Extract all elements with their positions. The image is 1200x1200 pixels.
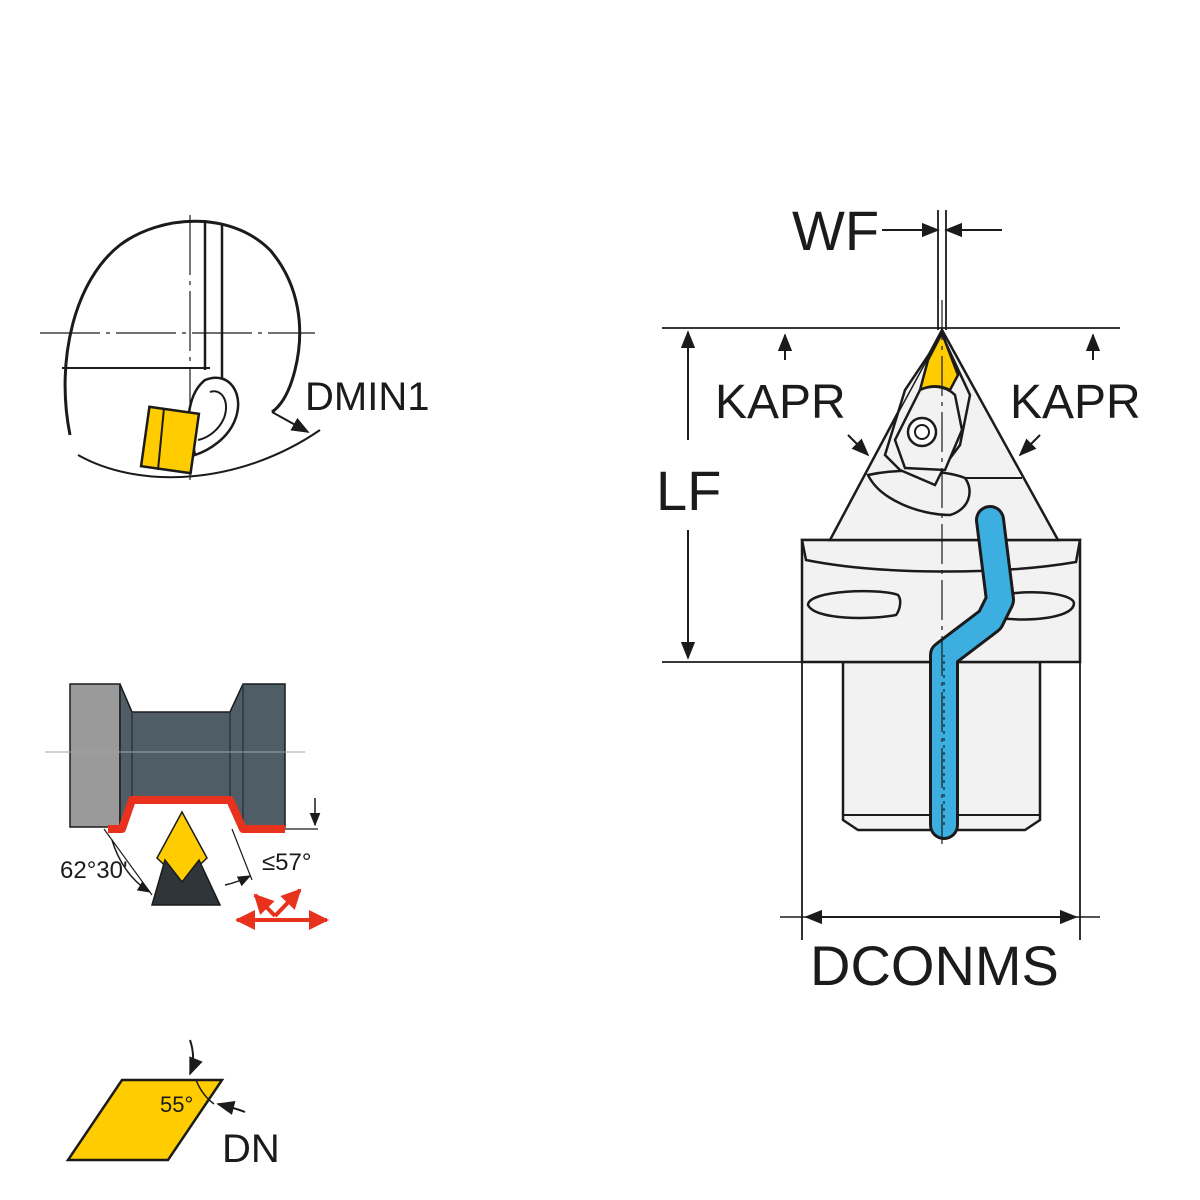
- lf-dimension: LF: [656, 327, 1120, 663]
- dmin1-leader: [271, 411, 310, 433]
- rhombic-insert: [65, 1078, 225, 1162]
- angle-left-label: 62°30': [60, 857, 128, 884]
- tool-head: [800, 300, 1082, 850]
- dconms-dimension: DCONMS: [780, 662, 1100, 997]
- bore-insert: [139, 405, 201, 475]
- wf-label: WF: [792, 199, 879, 262]
- bore-clamp: [186, 376, 240, 457]
- wf-dimension: WF: [792, 199, 1002, 330]
- tool-body-top: [800, 538, 1082, 573]
- workpiece-chuck: [69, 683, 121, 828]
- workpiece: [119, 683, 286, 828]
- profile-view: 62°30' ≤57°: [45, 683, 329, 930]
- kapr-right-label: KAPR: [1010, 376, 1141, 429]
- bore-view: DMIN1: [40, 215, 429, 480]
- dn-label: DN: [222, 1127, 280, 1171]
- dconms-label: DCONMS: [810, 934, 1059, 997]
- dmin1-label: DMIN1: [305, 375, 429, 419]
- lf-label: LF: [656, 459, 721, 522]
- torx-screw-icon: [906, 416, 938, 448]
- insert-shape-view: 55° DN: [65, 1039, 280, 1171]
- kapr-left-dimension: KAPR: [715, 333, 936, 466]
- profile-tool-holder: [151, 858, 222, 906]
- insert-angle-label: 55°: [160, 1092, 193, 1117]
- kapr-left-label: KAPR: [715, 376, 846, 429]
- dmin1-arc: [77, 429, 321, 479]
- bore-outline: [63, 219, 302, 436]
- kapr-right-dimension: KAPR: [1010, 333, 1141, 457]
- machined-profile: [108, 796, 285, 833]
- angle-right-label: ≤57°: [262, 849, 311, 876]
- bore-clamp-inner: [197, 390, 228, 441]
- red-double-arrows-icon: [235, 888, 329, 930]
- coolant-slot-left: [806, 589, 902, 620]
